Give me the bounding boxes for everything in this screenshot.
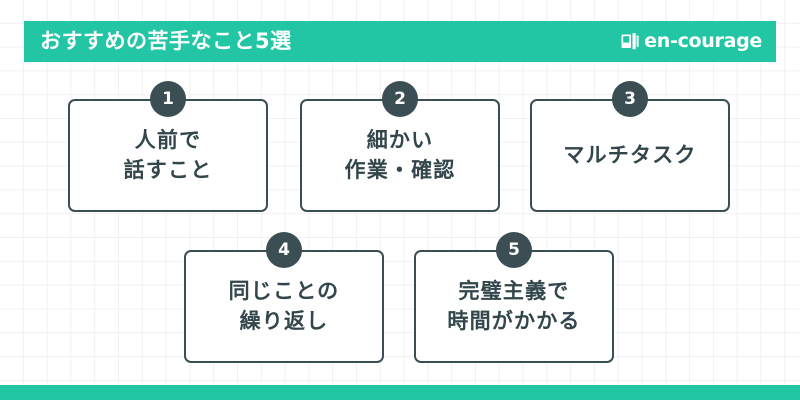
card-number-badge: 4	[266, 232, 302, 268]
brand-name: en-courage	[644, 30, 762, 52]
card-number-badge: 1	[150, 81, 186, 117]
card-label: 同じことの 繰り返し	[228, 278, 340, 333]
card-number-badge: 2	[382, 81, 418, 117]
footer-bar	[0, 385, 800, 400]
header-bar: おすすめの苦手なこと5選 en-courage	[24, 21, 776, 62]
card-label: 完璧主義で 時間がかかる	[447, 278, 581, 333]
card-item: 完璧主義で 時間がかかる	[414, 250, 614, 363]
page-title: おすすめの苦手なこと5選	[40, 29, 292, 53]
card-label: 細かい 作業・確認	[344, 127, 456, 182]
card-label: マルチタスク	[563, 142, 697, 167]
card-item: 細かい 作業・確認	[300, 99, 500, 212]
card-item: 同じことの 繰り返し	[184, 250, 384, 363]
card-number-badge: 3	[612, 81, 648, 117]
card-number-badge: 5	[496, 232, 532, 268]
brand-logo: en-courage	[620, 31, 762, 52]
card-label: 人前で 話すこと	[123, 127, 213, 182]
book-icon	[620, 31, 641, 52]
card-item: 人前で 話すこと	[68, 99, 268, 212]
card-item: マルチタスク	[530, 99, 730, 212]
